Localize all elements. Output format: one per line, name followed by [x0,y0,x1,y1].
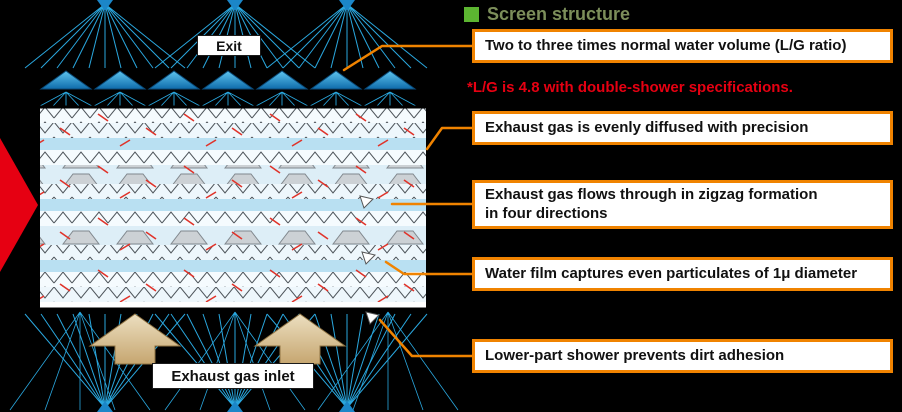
bottom-shower-spray [9,311,459,411]
green-square-icon [464,6,479,22]
diffuser-nozzle-row [39,70,417,90]
screen-layers [39,108,427,302]
particulate-marks [39,108,427,302]
annotation-water-volume: Two to three times normal water volume (… [472,29,893,63]
gas-flow-arrow [0,138,38,272]
pointer-arrows [359,195,380,325]
annotation-water-film: Water film captures even particulates of… [472,257,893,291]
annotation-gas-diffusion: Exhaust gas is evenly diffused with prec… [472,111,893,145]
annotation-lower-shower: Lower-part shower prevents dirt adhesion [472,339,893,373]
exhaust-gas-inlet-label: Exhaust gas inlet [152,363,314,389]
nozzle-sub-sprays [39,91,417,107]
exit-label: Exit [197,35,261,56]
bottom-spray-nozzle-heads [97,401,355,412]
scrubber-body [37,105,429,311]
annotation-zigzag-flow: Exhaust gas flows through in zigzag form… [472,180,893,229]
section-title: Screen structure [487,3,631,24]
top-spray-nozzle-heads [97,0,355,11]
lg-ratio-note: *L/G is 4.8 with double-shower specifica… [467,79,793,96]
scrubber-diagram [0,0,459,412]
section-header: Screen structure [464,3,630,25]
